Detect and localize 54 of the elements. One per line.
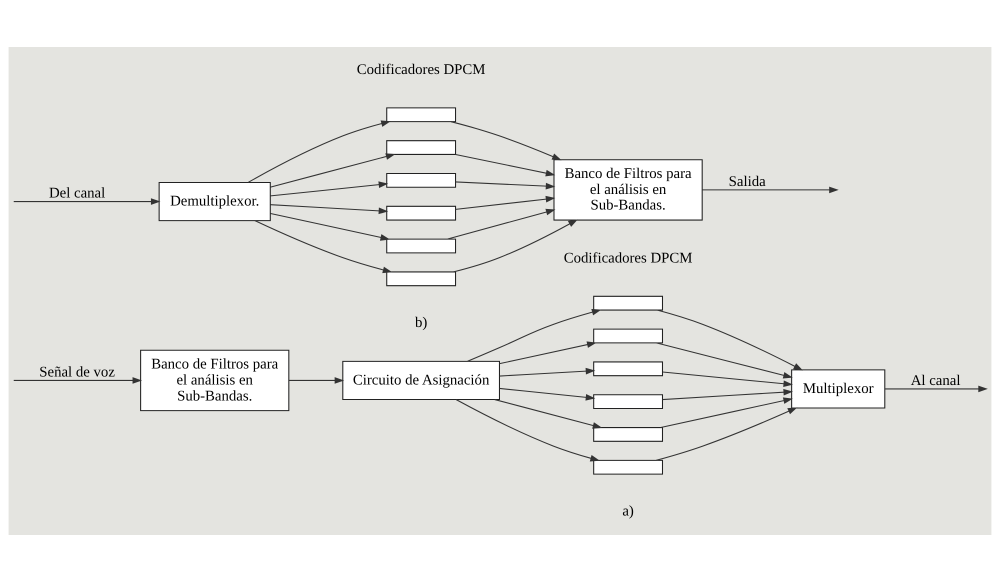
arrow <box>657 309 804 370</box>
arrow <box>885 385 988 392</box>
arrow <box>288 376 344 384</box>
node-box <box>593 459 664 474</box>
node-box <box>386 238 456 253</box>
arrow <box>14 376 142 384</box>
node-box <box>386 172 456 188</box>
arrow <box>270 204 388 214</box>
arrow <box>270 152 396 188</box>
label: Codificadores DPCM <box>356 62 486 78</box>
arrow <box>456 398 600 461</box>
node-box <box>593 295 664 310</box>
arrow <box>254 220 392 273</box>
node-box: Banco de Filtros para el análisis en Sub-Bandas. <box>553 158 703 220</box>
node-box: Banco de Filtros para el análisis en Sub-Bandas. <box>140 349 290 411</box>
node-box <box>386 270 456 286</box>
label: b) <box>414 314 428 331</box>
label: Codificadores DPCM <box>564 250 692 266</box>
arrow <box>467 308 602 362</box>
edge-label: Del canal <box>48 185 106 202</box>
arrow <box>494 398 602 428</box>
node-box: Demultiplexor. <box>158 181 271 221</box>
arrow <box>662 371 794 387</box>
arrow <box>500 367 596 376</box>
node-box <box>386 205 456 220</box>
label: a) <box>622 503 634 520</box>
node-box <box>593 328 664 343</box>
arrow <box>456 180 556 189</box>
node-box <box>593 426 664 442</box>
arrow <box>453 218 578 272</box>
arrow <box>500 340 597 364</box>
arrow <box>702 186 839 193</box>
node-box: Circuito de Asignación <box>342 360 500 400</box>
arrow <box>656 342 793 378</box>
arrow <box>456 195 556 210</box>
node-box <box>386 140 456 154</box>
edge-label: Al canal <box>910 372 960 388</box>
arrow <box>450 120 562 160</box>
node-box: Multiplexor <box>791 368 886 408</box>
edge-label: Salida <box>728 173 766 190</box>
arrow <box>270 180 388 196</box>
node-box <box>386 106 456 122</box>
arrow <box>662 388 794 400</box>
arrow <box>248 120 391 182</box>
node-box <box>593 394 664 409</box>
arrow <box>14 198 160 204</box>
arrow <box>660 396 793 428</box>
arrow <box>455 153 556 176</box>
arrow <box>270 212 390 240</box>
arrow <box>448 208 556 240</box>
arrow <box>656 406 798 460</box>
edge-label: Señal de voz <box>39 364 115 380</box>
arrow <box>500 387 596 400</box>
node-box <box>593 360 664 376</box>
